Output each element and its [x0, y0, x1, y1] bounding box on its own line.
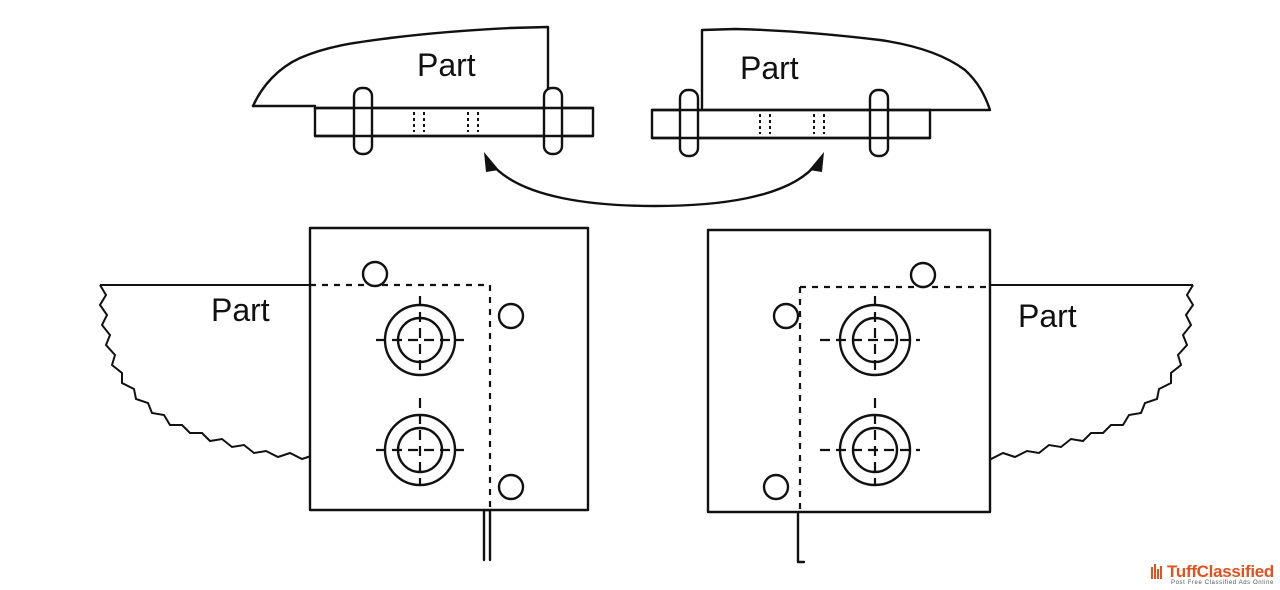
bottom-left-pin-bottom — [497, 473, 525, 501]
top-left-side-view: Part — [251, 25, 595, 156]
bottom-right-plan-view: Part — [706, 228, 1195, 564]
bottom-right-pin-side — [772, 302, 800, 330]
bottom-left-part-label: Part — [211, 292, 270, 328]
top-right-pin-2 — [868, 88, 890, 158]
bottom-right-pin-top — [909, 261, 937, 289]
top-left-part-label: Part — [417, 47, 476, 83]
arrow-head-left — [484, 152, 499, 172]
watermark-name: TuffClassified — [1167, 562, 1274, 581]
top-right-part-outline — [700, 27, 992, 112]
top-left-pin-2 — [542, 86, 564, 156]
top-right-side-view: Part — [650, 27, 992, 158]
watermark-tagline: Post Free Classified Ads Online — [1171, 580, 1274, 586]
bottom-right-pin-bottom — [762, 473, 790, 501]
bottom-left-pin-top — [361, 260, 389, 288]
arrow-head-right — [809, 152, 824, 172]
top-right-part-label: Part — [740, 50, 799, 86]
bottom-left-plan-view: Part — [98, 226, 590, 562]
top-right-pin-1 — [678, 88, 700, 158]
bottom-left-pin-side — [497, 302, 525, 330]
top-left-part-outline — [251, 25, 550, 110]
top-left-pin-1 — [352, 86, 374, 156]
flip-arrow — [484, 152, 824, 208]
bottom-right-part-label: Part — [1018, 298, 1077, 334]
bar-logo-icon — [1151, 564, 1163, 579]
bottom-right-plate — [706, 228, 992, 514]
watermark: TuffClassified Post Free Classified Ads … — [1151, 562, 1274, 586]
bottom-left-plate — [308, 226, 590, 512]
